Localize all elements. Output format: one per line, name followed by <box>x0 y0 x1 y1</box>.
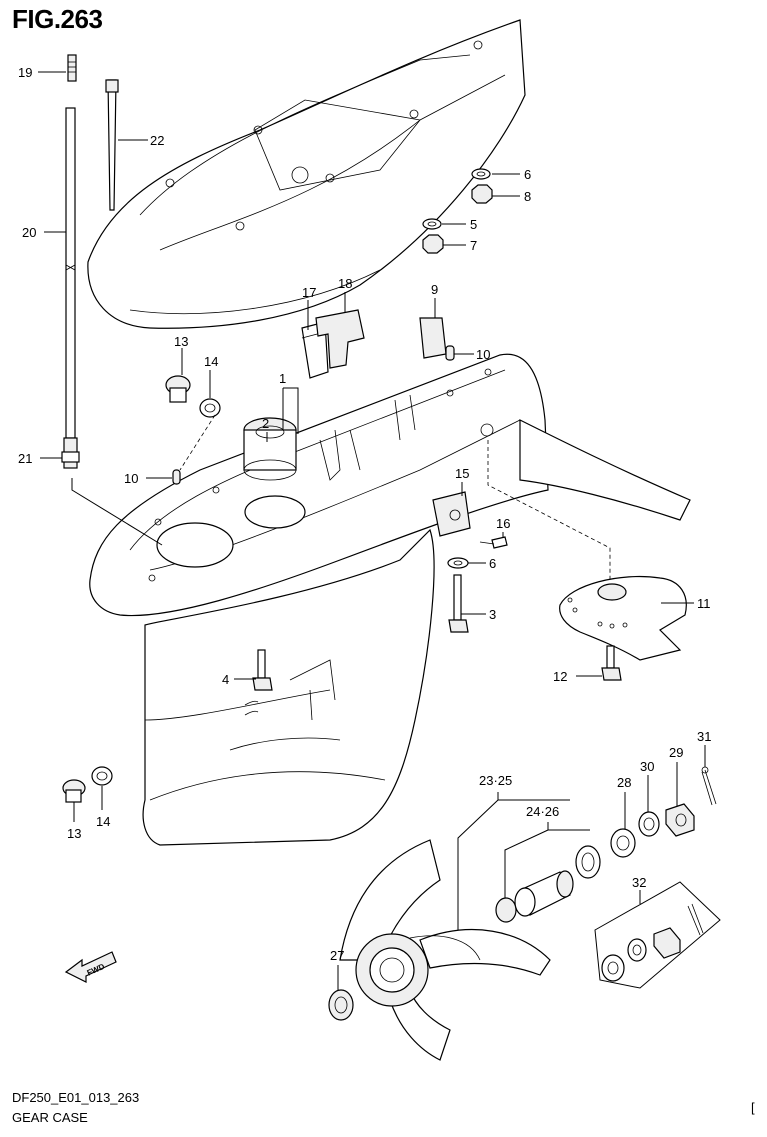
callout-11: 11 <box>697 596 711 611</box>
part-6-washer-lower <box>447 557 469 569</box>
callouts: 19 22 20 21 6 8 5 7 9 10 17 18 13 14 1 2… <box>18 65 711 963</box>
part-14-washer-upper <box>199 398 221 418</box>
part-21-fitting <box>61 437 80 469</box>
part-8-nut <box>471 184 493 204</box>
callout-8: 8 <box>524 189 531 204</box>
upper-cover <box>87 19 526 329</box>
callout-7: 7 <box>470 238 477 253</box>
part-13-plug-upper <box>165 375 191 403</box>
callout-14-lower: 14 <box>96 814 110 829</box>
part-22-strap <box>105 79 119 211</box>
part-11-trim-tab <box>559 575 687 661</box>
part-31-cotter-pin <box>701 766 717 806</box>
part-27-washer <box>328 989 354 1021</box>
callout-17: 17 <box>302 285 316 300</box>
part-20-shaft <box>65 107 76 439</box>
part-15-block <box>432 491 471 537</box>
part-24-26-bushing <box>495 845 601 923</box>
callout-22: 22 <box>150 133 164 148</box>
callout-27: 27 <box>330 948 344 963</box>
callout-10-left: 10 <box>124 471 138 486</box>
callout-4: 4 <box>222 672 229 687</box>
callout-10-upper: 10 <box>476 347 490 362</box>
callout-21: 21 <box>18 451 32 466</box>
fwd-arrow-icon: FWD <box>64 951 117 983</box>
callout-18: 18 <box>338 276 352 291</box>
part-9-pad <box>419 317 447 359</box>
callout-12: 12 <box>553 669 567 684</box>
propeller <box>339 839 551 1061</box>
part-10-pin-upper <box>445 345 455 361</box>
leader-lines <box>38 71 706 990</box>
callout-1: 1 <box>279 371 286 386</box>
part-30-washer <box>638 811 660 837</box>
callout-23-25: 23·25 <box>479 773 512 788</box>
diagram-code: DF250_E01_013_263 <box>12 1090 140 1105</box>
callout-3: 3 <box>489 607 496 622</box>
part-4-bolt <box>252 649 273 691</box>
part-7-nut <box>422 234 444 254</box>
callout-15: 15 <box>455 466 469 481</box>
part-5-washer <box>422 218 442 230</box>
part-3-bolt <box>448 574 469 633</box>
callout-13-upper: 13 <box>174 334 188 349</box>
callout-24-26: 24·26 <box>526 804 559 819</box>
callout-9: 9 <box>431 282 438 297</box>
part-14-washer-lower <box>91 766 113 786</box>
corner-mark: [ <box>751 1100 755 1115</box>
part-6-washer-upper <box>471 168 491 180</box>
part-13-plug-lower <box>62 779 86 803</box>
callout-20: 20 <box>22 225 36 240</box>
callout-29: 29 <box>669 745 683 760</box>
part-16-bolt <box>479 536 508 549</box>
callout-30: 30 <box>640 759 654 774</box>
part-29-castle-nut <box>665 803 695 837</box>
callout-32: 32 <box>632 875 646 890</box>
part-18-bracket <box>315 309 365 369</box>
part-19-stud <box>67 54 77 82</box>
diagram-name: GEAR CASE <box>12 1110 88 1125</box>
callout-19: 19 <box>18 65 32 80</box>
callout-5: 5 <box>470 217 477 232</box>
part-12-bolt <box>601 645 622 681</box>
callout-14-upper: 14 <box>204 354 218 369</box>
callout-28: 28 <box>617 775 631 790</box>
callout-13-lower: 13 <box>67 826 81 841</box>
callout-6-upper: 6 <box>524 167 531 182</box>
part-32-kit <box>594 881 721 989</box>
callout-16: 16 <box>496 516 510 531</box>
callout-6-lower: 6 <box>489 556 496 571</box>
figure-title: FIG.263 <box>12 4 103 34</box>
callout-2: 2 <box>262 416 269 431</box>
part-28-washer <box>610 828 636 858</box>
part-10-pin-left <box>172 469 181 485</box>
callout-31: 31 <box>697 729 711 744</box>
